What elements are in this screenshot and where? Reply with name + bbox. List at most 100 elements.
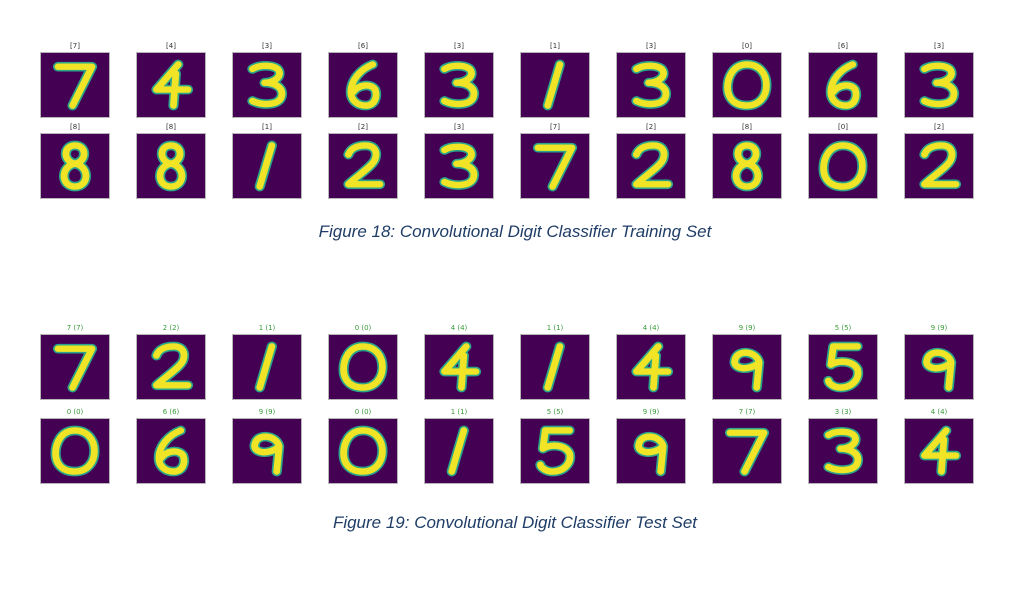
- digit-1-image: [446, 425, 469, 477]
- digit-label: [2]: [934, 123, 944, 131]
- digit-label: [2]: [358, 123, 368, 131]
- digit-label: [6]: [358, 42, 368, 50]
- digit-tile: [904, 334, 974, 400]
- digit-tile: [232, 418, 302, 484]
- digit-label: [1]: [262, 123, 272, 131]
- digit-7-image: [52, 61, 98, 111]
- digit-tile: [232, 52, 302, 118]
- digit-4-image: [151, 59, 194, 111]
- digit-6-image: [153, 425, 190, 477]
- digit-tile: [136, 418, 206, 484]
- digit-7-image: [52, 343, 98, 393]
- digit-label: [3]: [454, 123, 464, 131]
- digit-label: [4]: [166, 42, 176, 50]
- digit-tile: [808, 133, 878, 199]
- digit-2-image: [343, 140, 386, 190]
- digit-label: 9 (9): [258, 408, 276, 416]
- digit-5-image: [823, 341, 864, 393]
- digit-tile: [616, 133, 686, 199]
- digit-tile: [136, 334, 206, 400]
- digit-3-image: [247, 61, 288, 109]
- digit-tile: [904, 52, 974, 118]
- digit-label: 9 (9): [642, 408, 660, 416]
- digit-tile: [616, 334, 686, 400]
- digit-6-image: [345, 59, 382, 111]
- digit-1-image: [542, 341, 565, 393]
- digit-tile: [424, 418, 494, 484]
- digit-tile: [424, 334, 494, 400]
- digit-tile: [520, 418, 590, 484]
- digit-label: 4 (4): [642, 324, 660, 332]
- digit-label: 4 (4): [450, 324, 468, 332]
- digit-tile: [616, 52, 686, 118]
- digit-3-image: [439, 61, 480, 109]
- figure-18-caption: Figure 18: Convolutional Digit Classifie…: [318, 222, 712, 241]
- digit-label: [3]: [262, 42, 272, 50]
- digit-tile: [328, 133, 398, 199]
- digit-label: [7]: [70, 42, 80, 50]
- digit-label: [8]: [742, 123, 752, 131]
- digit-8-image: [59, 140, 91, 192]
- digit-label: [8]: [70, 123, 80, 131]
- digit-label: [0]: [742, 42, 752, 50]
- digit-label: 1 (1): [258, 324, 276, 332]
- digit-2-image: [631, 140, 674, 190]
- digit-9-image: [633, 431, 669, 477]
- digit-4-image: [919, 425, 962, 477]
- digit-tile: [136, 133, 206, 199]
- digit-5-image: [535, 425, 576, 477]
- digit-label: 9 (9): [738, 324, 756, 332]
- digit-9-image: [921, 347, 957, 393]
- digit-label: 9 (9): [930, 324, 948, 332]
- digit-7-image: [724, 427, 770, 477]
- digit-tile: [520, 52, 590, 118]
- digit-label: [3]: [934, 42, 944, 50]
- digit-label: 1 (1): [450, 408, 468, 416]
- digit-label: [7]: [550, 123, 560, 131]
- digit-tile: [712, 52, 782, 118]
- digit-label: [0]: [838, 123, 848, 131]
- digit-3-image: [919, 61, 960, 109]
- digit-tile: [328, 52, 398, 118]
- digit-label: 5 (5): [834, 324, 852, 332]
- digit-2-image: [151, 341, 194, 391]
- digit-tile: [328, 418, 398, 484]
- digit-tile: [712, 133, 782, 199]
- digit-label: 2 (2): [162, 324, 180, 332]
- digit-tile: [328, 334, 398, 400]
- digit-8-image: [155, 140, 187, 192]
- digit-tile: [712, 334, 782, 400]
- digit-label: 5 (5): [546, 408, 564, 416]
- digit-2-image: [919, 140, 962, 190]
- digit-tile: [520, 133, 590, 199]
- digit-label: [3]: [646, 42, 656, 50]
- digit-label: 7 (7): [738, 408, 756, 416]
- digit-tile: [904, 418, 974, 484]
- digit-label: [2]: [646, 123, 656, 131]
- digit-tile: [136, 52, 206, 118]
- digit-0-image: [338, 425, 388, 477]
- digit-tile: [232, 133, 302, 199]
- digit-tile: [424, 133, 494, 199]
- digit-label: 4 (4): [930, 408, 948, 416]
- digit-label: 3 (3): [834, 408, 852, 416]
- digit-4-image: [439, 341, 482, 393]
- digit-tile: [232, 334, 302, 400]
- digit-tile: [520, 334, 590, 400]
- digit-6-image: [825, 59, 862, 111]
- digit-label: 1 (1): [546, 324, 564, 332]
- digit-3-image: [439, 142, 480, 190]
- digit-9-image: [249, 431, 285, 477]
- digit-0-image: [50, 425, 100, 477]
- digit-0-image: [722, 59, 772, 111]
- digit-label: 0 (0): [354, 408, 372, 416]
- digit-label: 0 (0): [354, 324, 372, 332]
- digit-0-image: [818, 140, 868, 192]
- digit-label: 0 (0): [66, 408, 84, 416]
- digit-4-image: [631, 341, 674, 393]
- digit-label: 7 (7): [66, 324, 84, 332]
- digit-tile: [424, 52, 494, 118]
- digit-tile: [40, 133, 110, 199]
- digit-tile: [712, 418, 782, 484]
- digit-label: 6 (6): [162, 408, 180, 416]
